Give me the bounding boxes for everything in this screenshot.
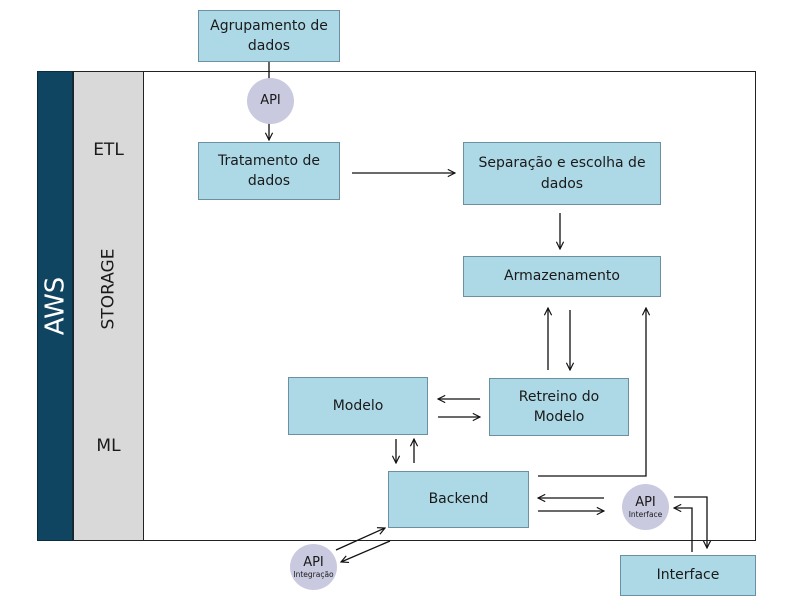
node-armazenamento: Armazenamento xyxy=(463,256,661,297)
node-api-label: API xyxy=(260,93,281,108)
node-api-interface: API Interface xyxy=(622,484,669,530)
node-separacao: Separação e escolha de dados xyxy=(463,142,661,205)
node-armazenamento-label: Armazenamento xyxy=(504,268,620,285)
node-api-integracao-subtitle: Integração xyxy=(293,569,334,579)
lane-label-ml: ML xyxy=(73,351,143,541)
node-api: API xyxy=(247,78,294,124)
lane-label-ml-text: ML xyxy=(96,435,121,456)
edge-backend-armazenamento xyxy=(538,308,646,477)
edge-backend-apiintegracao xyxy=(341,540,391,562)
node-api-integracao-title: API xyxy=(303,554,324,570)
edge-interface-apiinterface xyxy=(674,508,693,552)
node-interface: Interface xyxy=(620,555,756,596)
edge-apiintegracao-backend xyxy=(335,528,385,551)
node-retreino-label: Retreino do Modelo xyxy=(518,388,600,425)
node-agrupamento: Agrupamento de dados xyxy=(198,10,340,62)
node-api-interface-title: API xyxy=(635,494,656,510)
node-modelo: Modelo xyxy=(288,377,428,435)
node-api-integracao: API Integração xyxy=(290,544,337,590)
node-modelo-label: Modelo xyxy=(332,397,384,414)
lane-label-etl-text: ETL xyxy=(93,139,124,160)
aws-band xyxy=(37,71,73,541)
node-api-interface-subtitle: Interface xyxy=(628,509,663,519)
lane-label-etl: ETL xyxy=(73,71,143,228)
node-retreino: Retreino do Modelo xyxy=(489,378,629,436)
node-tratamento-label: Tratamento de dados xyxy=(217,152,321,189)
node-tratamento: Tratamento de dados xyxy=(198,142,340,200)
lane-label-storage: STORAGE xyxy=(73,227,143,352)
node-backend: Backend xyxy=(388,471,529,528)
node-agrupamento-label: Agrupamento de dados xyxy=(210,17,328,54)
edge-apiinterface-interface xyxy=(674,496,707,548)
node-separacao-label: Separação e escolha de dados xyxy=(478,155,646,192)
node-backend-label: Backend xyxy=(428,491,489,508)
node-interface-label: Interface xyxy=(656,567,720,584)
